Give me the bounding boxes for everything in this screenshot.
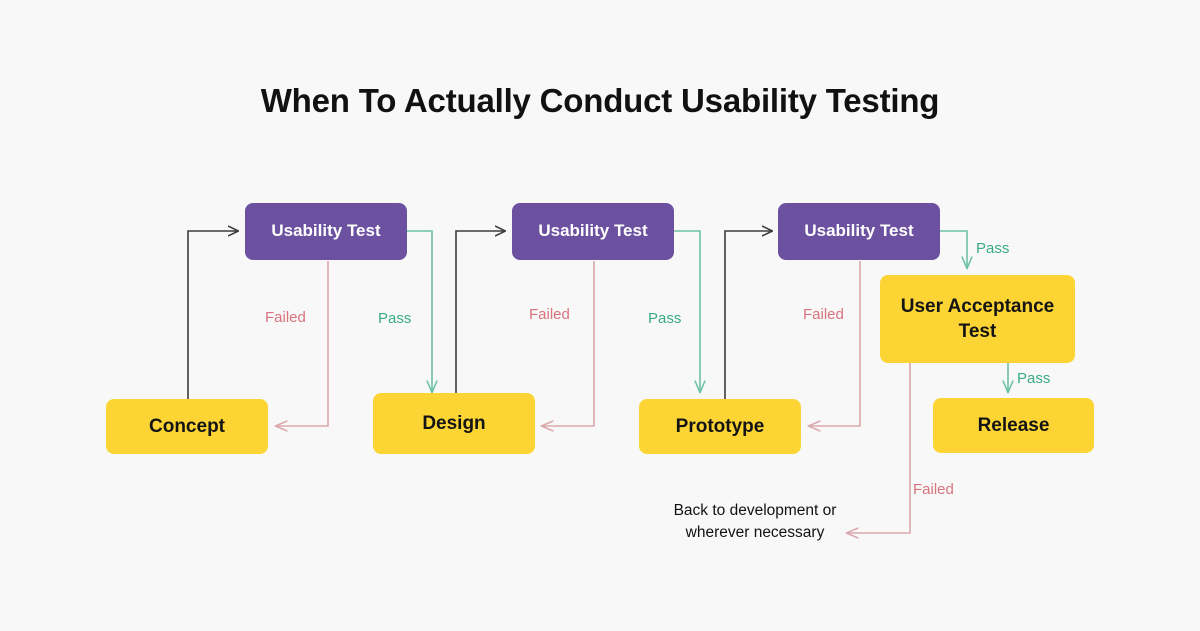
node-label: Concept xyxy=(149,415,225,437)
edge-test2-failed-to-design xyxy=(542,261,595,426)
edge-prototype-to-test3 xyxy=(724,231,772,399)
back-to-development-note: Back to development or wherever necessar… xyxy=(635,500,875,545)
node-label: Design xyxy=(422,412,486,434)
edge-label-failed-2: Failed xyxy=(529,306,570,323)
edge-label-pass-2: Pass xyxy=(648,310,682,327)
node-label: Prototype xyxy=(675,415,765,437)
edge-test1-failed-to-concept xyxy=(276,261,329,426)
edge-uat-failed-to-note xyxy=(847,363,911,533)
node-usability-test-2[interactable]: Usability Test xyxy=(512,203,674,260)
node-label: Usability Test xyxy=(804,221,914,241)
edge-test3-failed-to-prototype xyxy=(809,261,861,426)
node-concept[interactable]: Concept xyxy=(106,399,268,454)
node-user-acceptance-test[interactable]: User Acceptance Test xyxy=(880,275,1075,363)
node-label-line-2: Test xyxy=(958,321,997,342)
edge-label-failed-3: Failed xyxy=(803,306,844,323)
node-label-line-1: User Acceptance xyxy=(900,295,1055,317)
page-title: When To Actually Conduct Usability Testi… xyxy=(260,82,940,119)
note-line-2: wherever necessary xyxy=(685,524,825,542)
edge-label-failed-1: Failed xyxy=(265,309,306,326)
note-line-1: Back to development or xyxy=(673,502,837,519)
edge-label-pass-3: Pass xyxy=(976,240,1010,257)
node-label: Release xyxy=(977,414,1050,436)
edge-label-pass-4: Pass xyxy=(1017,370,1051,387)
node-design[interactable]: Design xyxy=(373,393,535,454)
node-prototype[interactable]: Prototype xyxy=(639,399,801,454)
edge-test3-pass-to-uat xyxy=(940,230,967,268)
node-label: Usability Test xyxy=(271,221,381,241)
edge-concept-to-test1 xyxy=(187,231,238,399)
node-release[interactable]: Release xyxy=(933,398,1094,453)
edge-label-failed-4: Failed xyxy=(913,481,954,498)
node-label: Usability Test xyxy=(538,221,648,241)
node-usability-test-1[interactable]: Usability Test xyxy=(245,203,407,260)
node-usability-test-3[interactable]: Usability Test xyxy=(778,203,940,260)
edge-test2-pass-to-prototype xyxy=(674,230,700,392)
edge-test1-pass-to-design xyxy=(407,230,432,392)
edge-label-pass-1: Pass xyxy=(378,310,412,327)
edge-design-to-test2 xyxy=(455,231,505,399)
